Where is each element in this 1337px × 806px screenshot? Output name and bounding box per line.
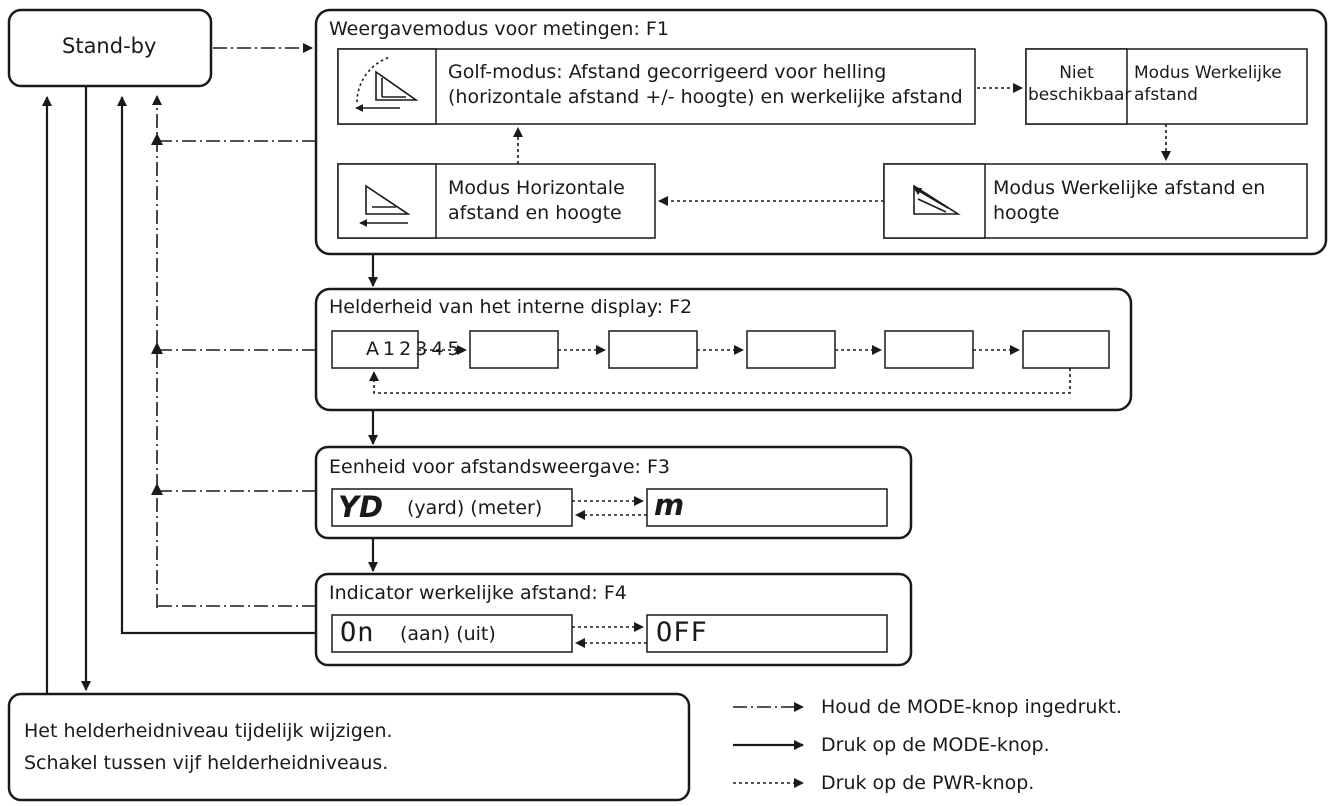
on-symbol: On — [340, 617, 375, 648]
brightness-level-5 — [1022, 330, 1110, 369]
f3-title: Eenheid voor afstandsweergave: F3 — [329, 456, 671, 478]
golf-mode-icon — [355, 56, 419, 112]
f4-title: Indicator werkelijke afstand: F4 — [329, 582, 627, 604]
horizontal-mode-label: Modus Horizontale afstand en hoogte — [448, 177, 625, 224]
yd-symbol: YD — [338, 490, 384, 524]
actual-height-icon-cell — [883, 163, 986, 239]
niet-beschikbaar-cell — [1025, 48, 1128, 125]
golf-icon-cell — [337, 48, 437, 125]
off-symbol: OFF — [656, 617, 708, 648]
m-symbol: m — [654, 488, 685, 522]
standby-box — [7, 8, 213, 88]
hold-return-arrowheads — [151, 133, 163, 495]
brightness-level-a — [331, 330, 419, 369]
niet-beschikbaar-label: Niet beschikbaar — [1028, 63, 1132, 105]
brightness-5-to-a-return — [369, 368, 1071, 394]
off-box — [646, 614, 888, 653]
yd-box — [331, 488, 573, 527]
legend-press-mode-label: Druk op de MODE-knop. — [821, 734, 1050, 756]
horizontal-icon-cell — [337, 163, 437, 239]
legend-hold-label: Houd de MODE-knop ingedrukt. — [821, 696, 1122, 718]
brightness-level-4 — [884, 330, 974, 369]
on-box — [331, 614, 573, 653]
units-label: (yard) (meter) — [407, 497, 543, 519]
m-box — [646, 488, 888, 527]
brightness-panel — [7, 692, 691, 802]
standby-label: Stand-by — [62, 34, 157, 58]
actual-height-mode-label: Modus Werkelijke afstand en hoogte — [993, 177, 1266, 224]
on-off-label: (aan) (uit) — [400, 623, 496, 645]
f2-title: Helderheid van het interne display: F2 — [329, 296, 693, 318]
golf-mode-label: Golf-modus: Afstand gecorrigeerd voor he… — [448, 61, 963, 108]
horizontal-mode-icon — [359, 184, 411, 227]
brightness-level-3 — [746, 330, 836, 369]
brightness-levels-label: A 1 2 3 4 5 — [366, 338, 460, 360]
f1-title: Weergavemodus voor metingen: F1 — [329, 18, 669, 40]
brightness-level-1 — [469, 330, 559, 369]
legend-press-pwr-label: Druk op de PWR-knop. — [821, 772, 1035, 794]
brightness-line-2: Schakel tussen vijf helderheidniveaus. — [24, 752, 389, 774]
actual-distance-label: Modus Werkelijke afstand — [1134, 63, 1282, 105]
brightness-line-1: Het helderheidniveau tijdelijk wijzigen. — [24, 720, 393, 742]
brightness-level-2 — [608, 330, 698, 369]
f4-to-standby-return — [117, 96, 316, 635]
actual-height-mode-icon — [913, 184, 961, 215]
